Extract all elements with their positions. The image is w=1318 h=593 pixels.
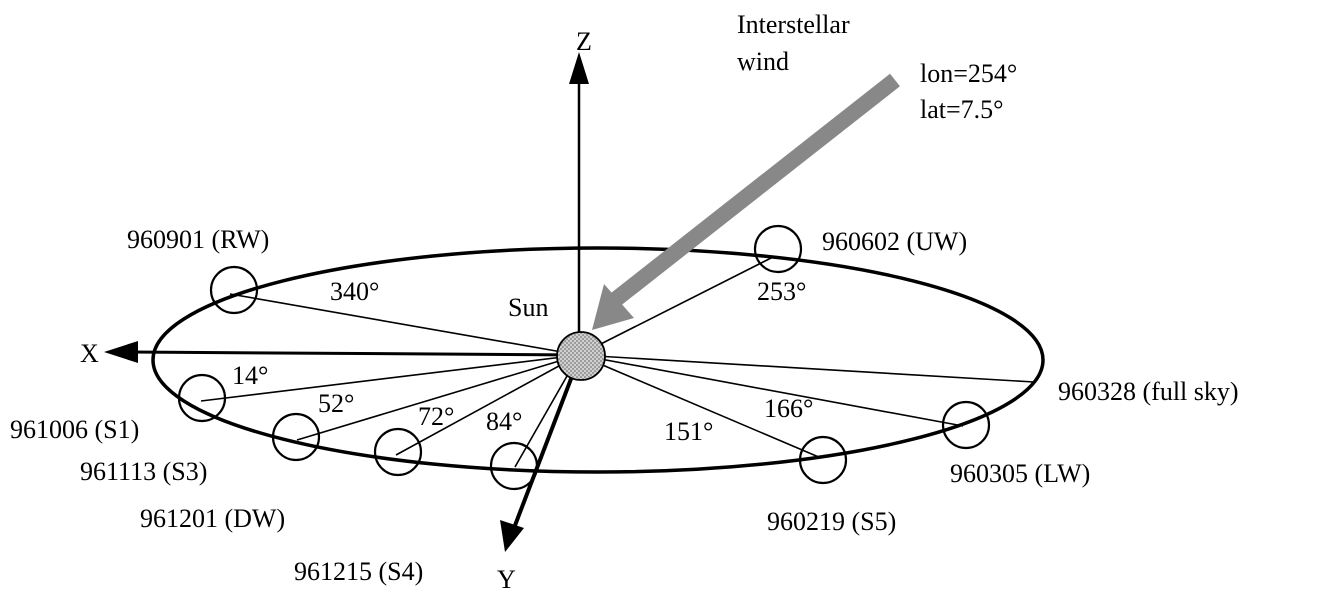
angle-961201: 72°	[418, 402, 454, 431]
label-960328: 960328 (full sky)	[1058, 377, 1239, 406]
spoke-960219	[578, 354, 822, 459]
label-960219: 960219 (S5)	[767, 507, 896, 536]
spoke-960602	[578, 256, 774, 356]
spoke-961006	[200, 354, 580, 402]
orbit-ellipse	[151, 246, 1045, 474]
y-axis-line	[512, 357, 581, 529]
observation-markers	[177, 224, 991, 491]
label-961215: 961215 (S4)	[294, 557, 423, 586]
wind-arrow-head	[592, 284, 634, 330]
label-961201: 961201 (DW)	[140, 504, 285, 533]
z-axis-label: Z	[576, 27, 592, 56]
x-axis-label: X	[80, 339, 99, 368]
angle-961006: 14°	[232, 361, 268, 390]
x-axis-line	[129, 350, 580, 357]
label-961113: 961113 (S3)	[80, 457, 207, 486]
spoke-960328	[578, 354, 1035, 383]
z-axis-arrowhead	[569, 52, 589, 84]
marker-961201	[373, 427, 423, 477]
wind-arrow-shaft	[610, 73, 900, 307]
y-axis-label: Y	[497, 565, 516, 593]
label-960305: 960305 (LW)	[950, 459, 1090, 488]
label-961006: 961006 (S1)	[10, 415, 139, 444]
marker-960602	[753, 224, 803, 274]
angle-960305: 166°	[764, 394, 813, 423]
label-960602: 960602 (UW)	[822, 227, 967, 256]
label-960901: 960901 (RW)	[127, 225, 269, 254]
wind-title-line1: Interstellar	[737, 10, 850, 39]
spokes	[200, 256, 1035, 468]
angle-960901: 340°	[330, 277, 379, 306]
marker-961215	[489, 441, 539, 491]
y-axis-arrowhead	[500, 520, 524, 552]
angle-960602: 253°	[757, 277, 806, 306]
marker-961006	[177, 373, 227, 423]
spoke-961113	[296, 354, 580, 441]
spoke-961201	[395, 354, 580, 456]
marker-960901	[209, 265, 259, 315]
x-axis-arrowhead	[104, 341, 138, 363]
spoke-960901	[229, 293, 580, 356]
angle-960219: 151°	[664, 417, 713, 446]
spoke-960305	[578, 354, 964, 427]
marker-960219	[798, 435, 848, 485]
sun-icon	[556, 331, 606, 381]
wind-lat-label: lat=7.5°	[920, 95, 1004, 124]
angle-961215: 84°	[486, 407, 522, 436]
marker-961113	[271, 412, 321, 462]
angle-961113: 52°	[318, 389, 354, 418]
marker-960305	[941, 400, 991, 450]
sun-label: Sun	[508, 293, 548, 322]
wind-title-line2: wind	[737, 47, 789, 76]
wind-arrow	[592, 73, 900, 330]
wind-lon-label: lon=254°	[920, 59, 1017, 88]
